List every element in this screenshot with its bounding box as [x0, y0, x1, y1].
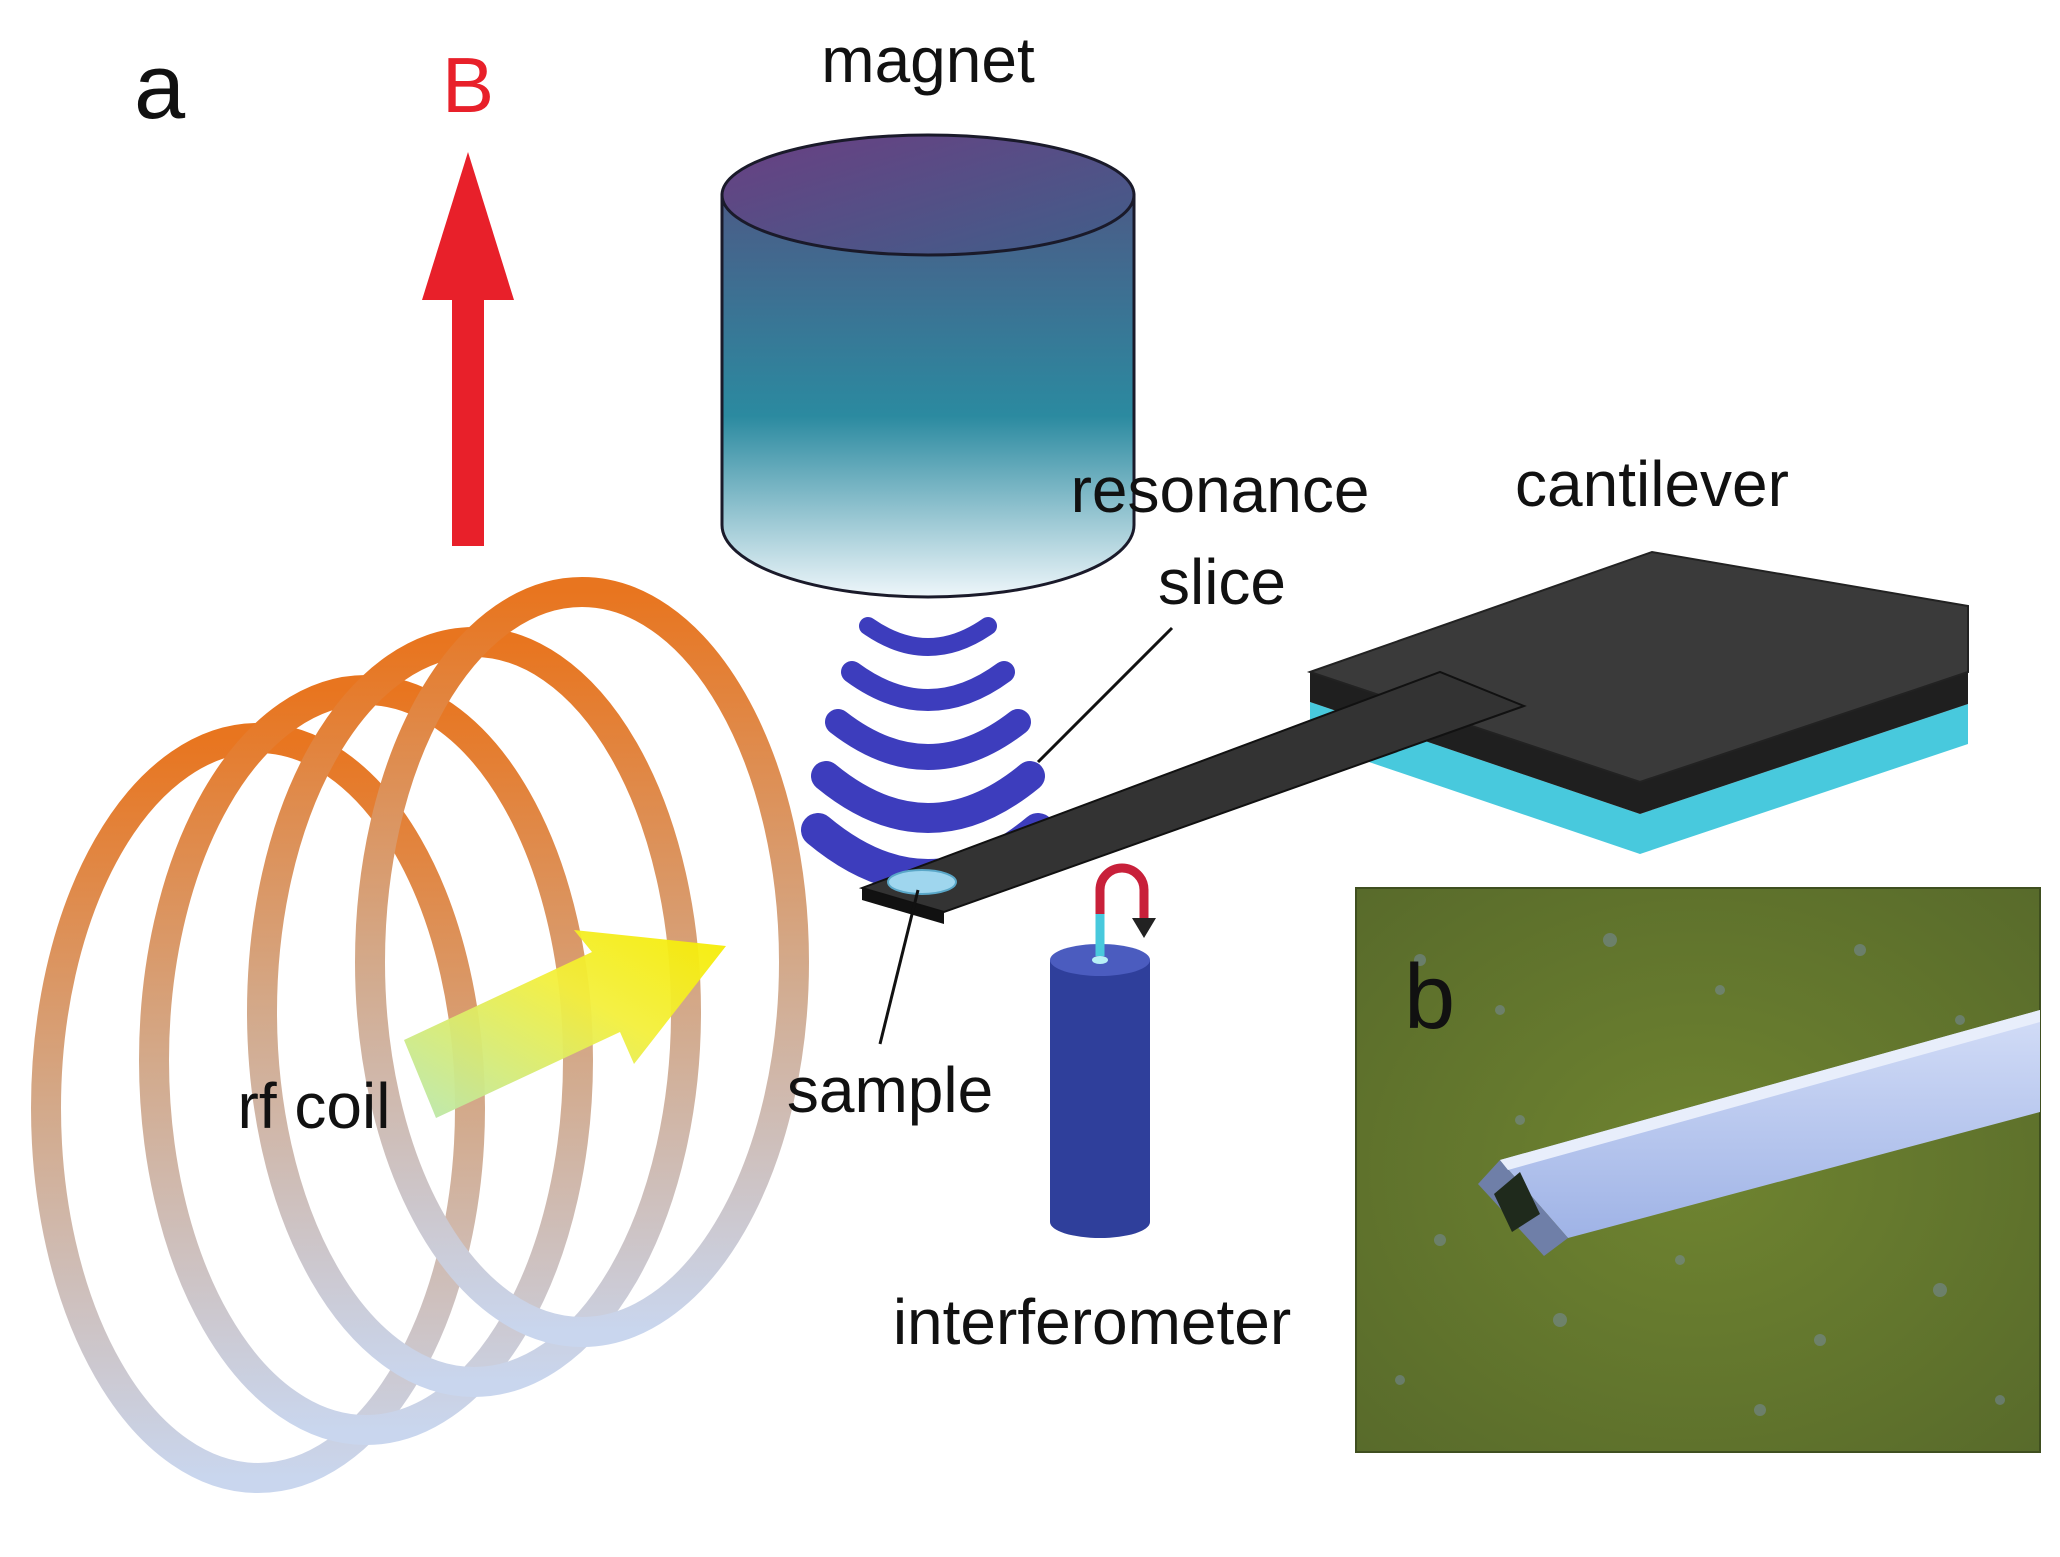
magnet-label: magnet — [821, 24, 1035, 96]
panel-label-a: a — [134, 36, 186, 138]
laser-path-icon — [1095, 863, 1156, 956]
resonance-leader-line — [1036, 626, 1174, 764]
panel-label-b: b — [1404, 946, 1455, 1048]
magnet — [720, 133, 1136, 599]
field-arrow — [422, 152, 514, 546]
rf-coil-label: rf coil — [238, 1070, 391, 1142]
sample-label: sample — [787, 1054, 993, 1126]
interferometer-label: interferometer — [893, 1286, 1291, 1358]
cantilever-label: cantilever — [1515, 448, 1789, 520]
sample-leader-line — [878, 889, 920, 1045]
rf-coil — [31, 577, 809, 1493]
resonance-label-line2: slice — [1158, 546, 1286, 618]
cantilever-beam — [858, 670, 1527, 924]
rf-field-arrow — [404, 930, 726, 1118]
resonance-label-line1: resonance — [1071, 454, 1370, 526]
micrograph — [1355, 887, 2041, 1453]
field-label: B — [442, 41, 494, 129]
interferometer — [1050, 944, 1150, 1238]
sample — [887, 869, 957, 895]
